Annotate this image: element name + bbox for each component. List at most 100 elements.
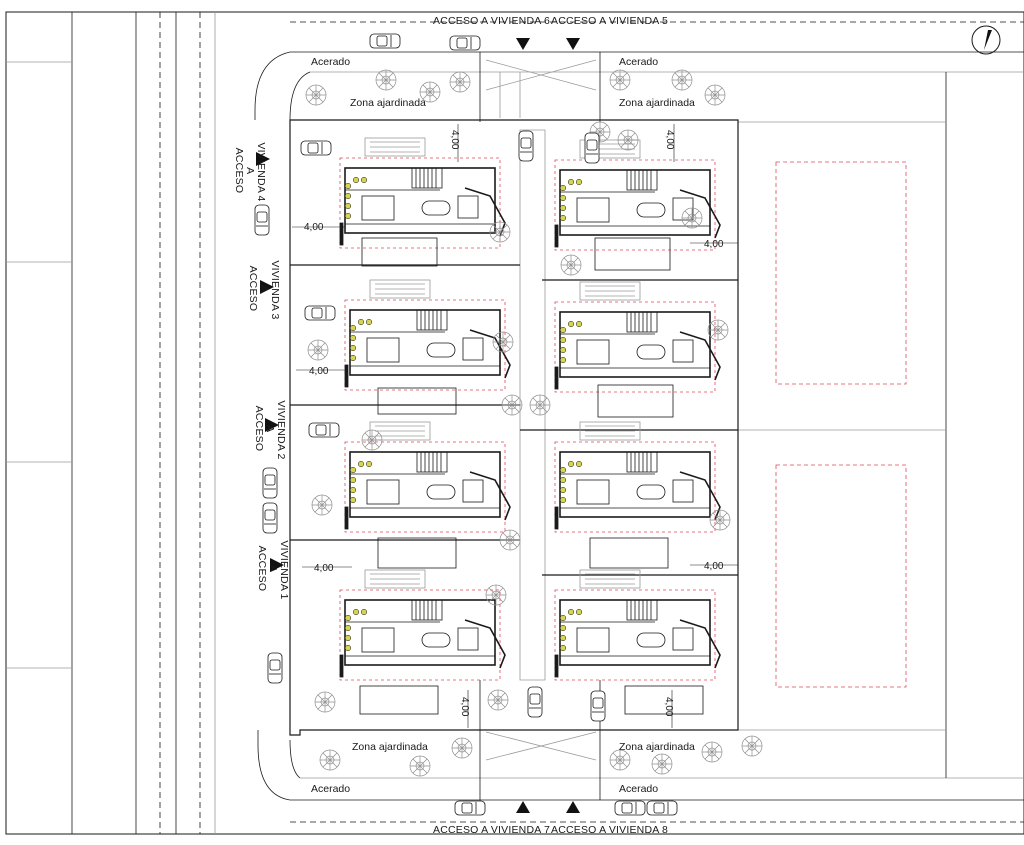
house-plan [344, 421, 511, 533]
access-label-line: VIVIENDA 4 [255, 142, 267, 201]
access-arrow-icon [516, 38, 530, 50]
tree-icon [709, 509, 731, 531]
tree-icon [489, 221, 511, 243]
street-north [254, 21, 1024, 121]
access-label-vivienda-3: ACCESO A VIVIENDA 3 [247, 260, 281, 319]
access-arrow-icon [270, 558, 284, 572]
site-boundary [289, 119, 739, 736]
car-icon [262, 502, 278, 534]
tree-icon [681, 207, 703, 229]
access-label-line: ACCESO [256, 546, 268, 592]
pool [377, 537, 457, 569]
planter-row [344, 608, 368, 652]
access-label-line: A [264, 425, 276, 432]
dimension-label: 4,00 [314, 563, 334, 574]
house-unit [344, 421, 511, 533]
house-plan [339, 137, 506, 249]
access-label-line: A [267, 565, 279, 572]
houses [339, 137, 721, 681]
car-icon [267, 652, 283, 684]
car-icon [254, 204, 270, 236]
car-icon [304, 305, 336, 321]
tree-icon [651, 753, 673, 775]
planter-row [349, 460, 373, 504]
tree-icon [307, 339, 329, 361]
tree-icon [492, 331, 514, 353]
house-unit [344, 279, 511, 391]
pool [597, 384, 674, 418]
car-icon [369, 33, 401, 49]
tree-icon [305, 84, 327, 106]
access-label-vivienda-1: ACCESO A VIVIENDA 1 [256, 540, 290, 599]
access-arrow-icon [516, 801, 530, 813]
sidewalk-label: Acerado [619, 783, 658, 795]
lot-outline-east-1 [775, 161, 907, 385]
tree-icon [361, 429, 383, 451]
sidewalk-label: Acerado [311, 56, 350, 68]
pool [624, 685, 704, 715]
street-south [257, 730, 1024, 823]
street-west [6, 12, 216, 834]
garden-zone-label: Zona ajardinada [619, 97, 695, 109]
tree-icon [487, 689, 509, 711]
access-label-vivienda-8: ACCESO A VIVIENDA 8 [551, 824, 668, 836]
tree-icon [617, 129, 639, 151]
dimension-label: 4,00 [663, 697, 674, 717]
garden-zone-label: Zona ajardinada [619, 741, 695, 753]
sidewalk-label: Acerado [619, 56, 658, 68]
house-plan [554, 281, 721, 393]
car-icon [646, 800, 678, 816]
car-icon [614, 800, 646, 816]
car-icon [584, 132, 600, 164]
tree-icon [319, 749, 341, 771]
tree-icon [589, 121, 611, 143]
tree-icon [311, 494, 333, 516]
access-label-line: ACCESO [233, 148, 245, 194]
house-unit [554, 139, 721, 251]
house-unit [554, 569, 721, 681]
tree-icon [560, 254, 582, 276]
tree-icon [671, 69, 693, 91]
tree-icon [449, 71, 471, 93]
access-label-vivienda-2: ACCESO A VIVIENDA 2 [253, 400, 287, 459]
tree-icon [419, 81, 441, 103]
access-label-line: VIVIENDA 2 [275, 400, 287, 459]
access-arrows [256, 38, 580, 813]
tree-icon [529, 394, 551, 416]
pool [594, 237, 671, 271]
house-unit [339, 137, 506, 249]
access-label-vivienda-6: ACCESO A VIVIENDA 6 [433, 15, 550, 27]
house-unit [554, 421, 721, 533]
car-icon [308, 422, 340, 438]
dimension-label: 4,00 [449, 130, 460, 150]
pool [359, 685, 439, 715]
access-label-line: ACCESO [253, 406, 265, 452]
access-label-vivienda-5: ACCESO A VIVIENDA 5 [551, 15, 668, 27]
planter-row [559, 608, 583, 652]
dimension-label: 4,00 [309, 366, 329, 377]
access-arrow-icon [566, 801, 580, 813]
house-unit [339, 569, 506, 681]
tree-icon [375, 69, 397, 91]
car-icon [518, 130, 534, 162]
north-arrow-icon [971, 25, 1001, 55]
tree-icon [314, 691, 336, 713]
planter-row [559, 460, 583, 504]
garden-pools [359, 237, 704, 715]
tree-icon [609, 749, 631, 771]
tree-icon [485, 584, 507, 606]
tree-icon [704, 84, 726, 106]
access-arrow-icon [256, 152, 270, 166]
east-parcel [738, 72, 947, 778]
car-icon [527, 686, 543, 718]
house-plan [554, 139, 721, 251]
house-unit [554, 281, 721, 393]
tree-icon [409, 755, 431, 777]
access-arrow-icon [260, 280, 274, 294]
access-label-line: VIVIENDA 3 [269, 260, 281, 319]
dimension-lines [292, 124, 738, 728]
dimension-label: 4,00 [704, 561, 724, 572]
access-label-line: VIVIENDA 1 [278, 540, 290, 599]
tree-icon [741, 735, 763, 757]
